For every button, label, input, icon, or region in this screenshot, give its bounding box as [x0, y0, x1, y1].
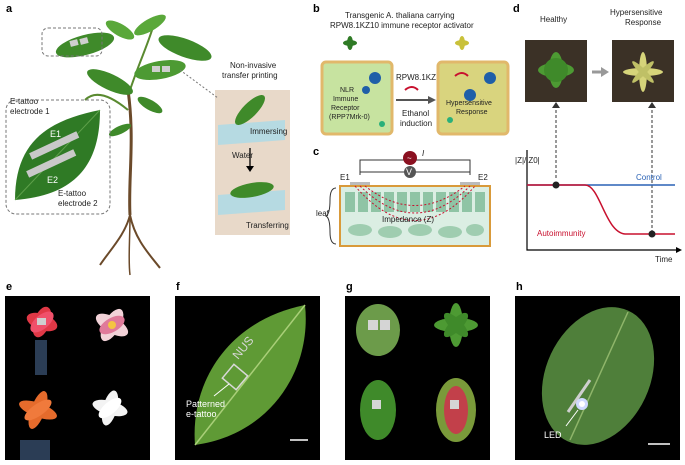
electrode-2-label-line2: electrode 2 — [58, 199, 98, 208]
pink-flower — [95, 308, 129, 342]
white-flower — [92, 390, 128, 426]
transferring-label: Transferring — [246, 221, 289, 230]
current-source-icon — [403, 151, 417, 165]
transfer-title-line1: Non-invasive — [230, 61, 277, 70]
leaf-label: leaf — [316, 209, 330, 218]
orange-flower — [19, 391, 57, 460]
panel-c-label: c — [313, 146, 319, 158]
panel-d: d Healthy Hypersensitive Response |Z|/|Z… — [513, 3, 682, 264]
voltage-label: V — [406, 167, 412, 177]
transferring-leaf — [230, 182, 274, 198]
receptor-line3: Receptor — [331, 105, 360, 112]
electrode-1-strip — [29, 131, 80, 160]
healthy-plant-icon — [343, 36, 357, 50]
electrode-2-strip — [26, 149, 77, 178]
current-label: I — [422, 149, 425, 158]
led-label: LED — [544, 430, 562, 440]
f-caption-line2: e-tattoo — [186, 409, 217, 419]
panel-c: c ~ I V E1 E2 — [313, 146, 491, 247]
induction-line2: induction — [400, 119, 432, 128]
hypersensitive-marker — [648, 230, 656, 238]
f-caption-line1: Patterned — [186, 399, 225, 409]
panel-b: b Transgenic A. thaliana carrying RPW8.1… — [313, 3, 510, 136]
panel-b-title-line2: RPW8.1KZ10 immune receptor activator — [330, 21, 474, 30]
panel-a: a E1 — [5, 3, 290, 276]
panel-h: h LED — [515, 281, 680, 460]
plant-illustration — [55, 14, 212, 276]
electrode-1-label-line2: electrode 1 — [10, 107, 50, 116]
panel-h-label: h — [516, 281, 523, 293]
healthy-marker — [552, 181, 560, 189]
receptor-line1: NLR — [340, 87, 354, 94]
immersing-leaf — [235, 95, 265, 125]
e2-label: E2 — [47, 175, 58, 185]
receptor-line4: (RPP7Mrk-0) — [329, 114, 370, 121]
response-line2: Response — [456, 109, 488, 116]
plot-axes — [526, 150, 680, 251]
water-label: Water — [232, 151, 253, 160]
panel-g-label: g — [346, 281, 353, 293]
panel-d-label: d — [513, 3, 520, 15]
leaf-g3 — [360, 380, 396, 440]
hyper-label-line1: Hypersensitive — [610, 8, 663, 17]
red-flower — [26, 306, 58, 375]
induction-line1: Ethanol — [402, 109, 429, 118]
panel-e: e — [5, 281, 150, 460]
activator-label: RPW8.1KZ10 — [396, 73, 445, 82]
leaf-cells — [345, 192, 485, 238]
panel-f: f NUS Patterned e-tattoo — [175, 281, 320, 460]
hyper-label-line2: Response — [625, 18, 662, 27]
tattoo-pattern — [221, 363, 249, 391]
control-label: Control — [636, 173, 662, 182]
c-e1-label: E1 — [340, 173, 350, 182]
immersing-label: Immersing — [250, 127, 287, 136]
plot-xlabel: Time — [655, 255, 673, 264]
electrode-2-label-line1: E-tattoo — [58, 189, 87, 198]
panel-e-photo — [5, 296, 150, 460]
autoimmunity-line — [527, 184, 675, 235]
electrode-1-label-line1: E-tattoo — [10, 97, 39, 106]
transfer-title-line2: transfer printing — [222, 71, 278, 80]
panel-b-label: b — [313, 3, 320, 15]
panel-a-label: a — [6, 3, 13, 15]
c-e2-label: E2 — [478, 173, 488, 182]
e1-label: E1 — [50, 129, 61, 139]
panel-f-label: f — [176, 281, 180, 293]
receptor-line2: Immune — [333, 96, 358, 103]
panel-b-title-line1: Transgenic A. thaliana carrying — [345, 11, 455, 20]
autoimmunity-label: Autoimmunity — [537, 229, 585, 238]
impedance-label: Impedance (Z) — [382, 215, 434, 224]
diseased-plant-icon — [455, 36, 469, 50]
leaf-detail-box — [5, 99, 111, 215]
plot-ylabel: |Z|/|Z0| — [515, 156, 540, 165]
svg-text:~: ~ — [407, 154, 412, 163]
panel-e-label: e — [6, 281, 12, 293]
leaf-zoom-box — [41, 27, 103, 57]
response-line1: Hypersensitive — [446, 100, 492, 107]
voltmeter-icon — [404, 166, 416, 178]
healthy-label: Healthy — [540, 15, 567, 24]
panel-g: g — [345, 281, 490, 460]
plant-g2 — [434, 303, 478, 347]
